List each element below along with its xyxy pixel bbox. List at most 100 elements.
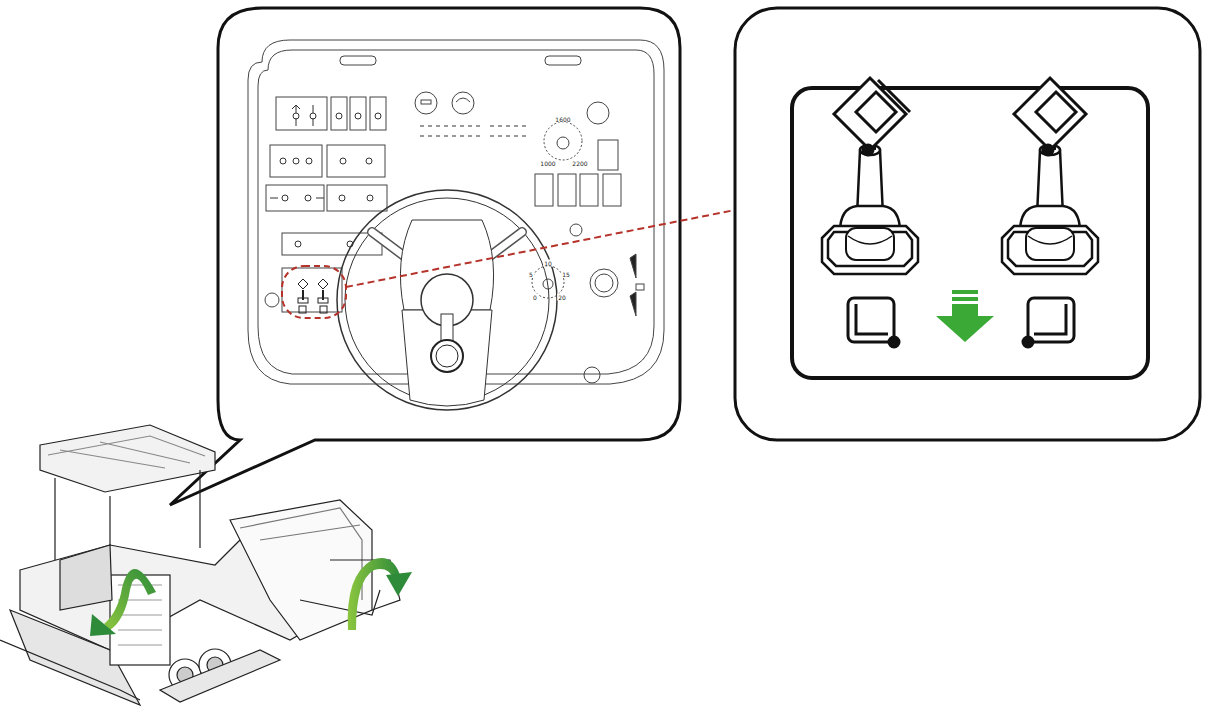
lower-symbol [856, 304, 888, 334]
control-panel [331, 97, 347, 130]
dial-number: 5 [528, 271, 534, 278]
control-panel [310, 113, 316, 119]
control-panel [366, 158, 372, 164]
panel-toggles [320, 306, 327, 313]
control-panel [340, 56, 376, 65]
raise-symbol [1036, 92, 1076, 132]
panel-callout [170, 8, 680, 505]
lower-symbol [848, 298, 1074, 347]
control-panel [306, 158, 312, 164]
control-panel [305, 195, 311, 201]
control-panel [265, 293, 279, 307]
control-panel [350, 97, 366, 130]
control-panel [636, 284, 644, 290]
rotation-arrow [104, 569, 156, 630]
control-panel [280, 158, 286, 164]
lower-symbol [1028, 298, 1074, 342]
lower-symbol [848, 298, 894, 342]
control-panel [587, 102, 609, 124]
down-arrow [952, 297, 978, 301]
down-arrow [952, 304, 978, 316]
paver-machine [160, 650, 280, 702]
control-panel [535, 174, 553, 206]
control-panel [598, 140, 618, 170]
control-panel [431, 340, 463, 372]
control-panel [345, 198, 549, 402]
control-panel [367, 195, 373, 201]
control-panel [270, 105, 530, 247]
control-panel [557, 137, 569, 149]
dial-number: 20 [557, 294, 567, 301]
control-panel [355, 113, 361, 119]
dial-number: 0 [532, 294, 538, 301]
control-panel [545, 56, 581, 65]
control-panel [402, 310, 492, 406]
control-panel [282, 268, 342, 312]
toggle-switch [822, 136, 1098, 275]
dial-number: 10 [543, 260, 553, 267]
control-panel [590, 269, 618, 297]
panel-toggles [298, 279, 328, 289]
dial-number: 2200 [571, 160, 588, 167]
down-arrow [936, 316, 994, 342]
control-panel [327, 185, 387, 211]
panel-toggles [298, 298, 308, 303]
control-panel [595, 274, 613, 292]
raise-symbol [856, 92, 896, 132]
paver-machine [60, 545, 112, 610]
control-panel [266, 185, 324, 211]
control-panel [436, 345, 458, 367]
panel-callout [170, 8, 680, 505]
rotation-arrow [386, 572, 412, 596]
control-panel [293, 158, 299, 164]
highlight-ring [346, 210, 735, 287]
lower-symbol [889, 337, 899, 347]
control-panel [293, 113, 299, 119]
raise-symbol [863, 145, 873, 155]
control-panel [276, 97, 327, 130]
down-arrow [936, 290, 994, 342]
raise-symbol [834, 78, 906, 150]
rotation-arrow [90, 614, 116, 636]
control-panel [580, 174, 598, 206]
down-arrow [952, 290, 978, 294]
paver-machine [300, 590, 380, 615]
control-panel [415, 92, 437, 114]
paver-machine [48, 436, 205, 468]
control-panel [295, 241, 301, 247]
panel-toggles [318, 298, 328, 303]
toggle-switch [822, 136, 918, 275]
zoom-callout [792, 88, 1148, 378]
lower-symbol [1023, 337, 1033, 347]
control-panel [544, 122, 582, 160]
paver-machine [240, 508, 362, 600]
control-panel [270, 145, 322, 177]
control-panel [421, 100, 431, 104]
control-panel [282, 195, 288, 201]
highlight-ring [282, 266, 346, 318]
control-panel [558, 174, 576, 206]
control-panel [420, 126, 530, 136]
control-panel [375, 113, 381, 119]
zoom-callout [735, 8, 1200, 440]
control-panel [570, 224, 582, 236]
control-panel [370, 97, 386, 130]
paver-machine [40, 425, 215, 492]
highlight-ring [282, 210, 735, 318]
panel-toggles [299, 306, 306, 313]
dial-number: 1000 [539, 160, 556, 167]
control-panel [630, 254, 636, 316]
rotation-arrow [348, 558, 400, 630]
control-panel [603, 174, 621, 206]
panel-toggles [298, 279, 328, 313]
control-panel [336, 113, 342, 119]
control-panel [270, 198, 324, 199]
control-panel [337, 190, 557, 410]
dial-number: 15 [561, 271, 571, 278]
control-panel [584, 367, 600, 383]
raise-symbol [1043, 145, 1053, 155]
control-panel [339, 195, 345, 201]
paver-machine [0, 425, 400, 705]
control-panel [452, 92, 474, 114]
